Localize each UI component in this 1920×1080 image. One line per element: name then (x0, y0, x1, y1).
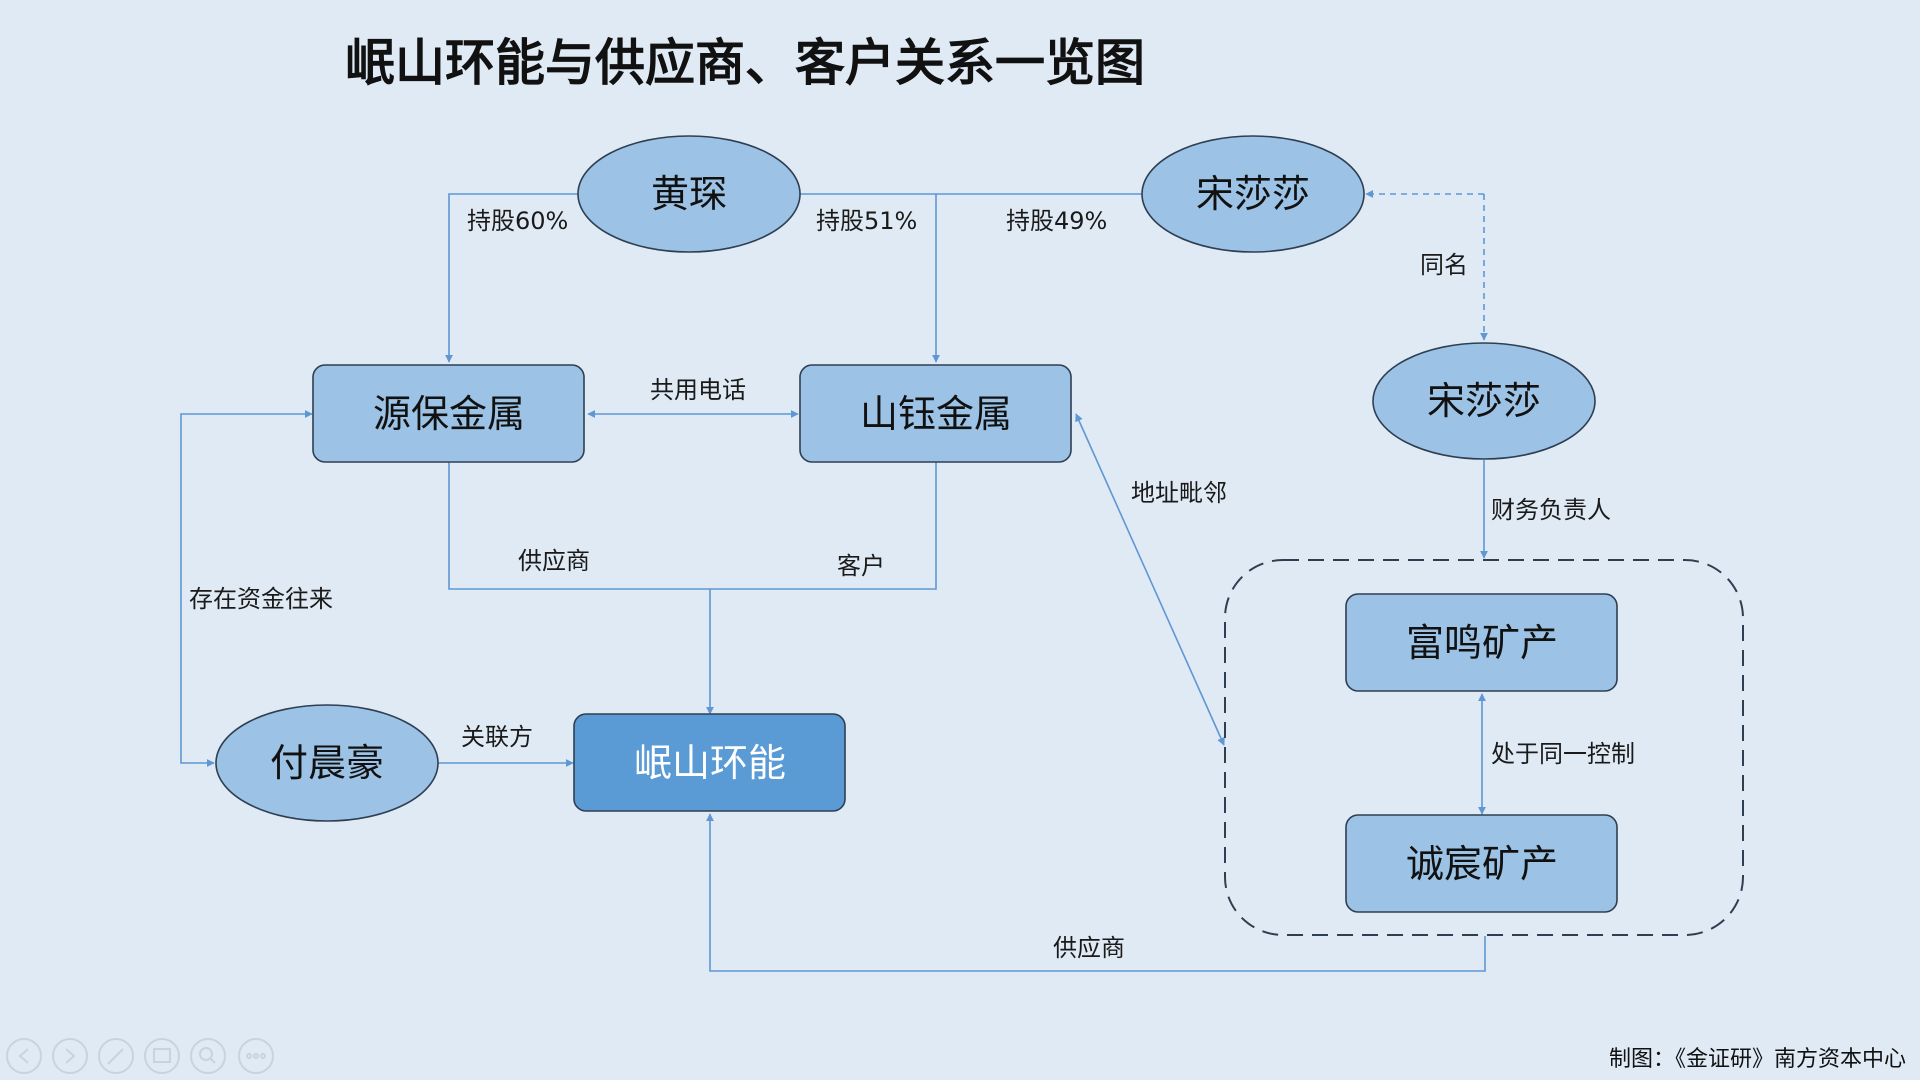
node-label: 富鸣矿产 (1406, 621, 1558, 665)
label-hold60: 持股60% (467, 207, 568, 235)
edge-fund-flow (180, 410, 313, 767)
edge-hold60 (445, 193, 578, 363)
next-button[interactable] (52, 1038, 88, 1074)
node-yuanbao[interactable]: 源保金属 (312, 364, 585, 463)
node-huang-shen[interactable]: 黄琛 (577, 135, 801, 253)
node-song-shasha-top[interactable]: 宋莎莎 (1141, 135, 1365, 253)
label-hold49: 持股49% (1006, 207, 1107, 235)
label-supplier-2: 供应商 (1053, 934, 1125, 962)
node-shape (573, 713, 846, 812)
previous-icon (18, 1048, 29, 1064)
node-shape (1345, 593, 1618, 692)
node-shanyu[interactable]: 山钰金属 (799, 364, 1072, 463)
label-fund-flow: 存在资金往来 (189, 585, 333, 613)
label-same-control: 处于同一控制 (1491, 740, 1635, 768)
label-shared-phone: 共用电话 (650, 376, 746, 404)
previous-button[interactable] (6, 1038, 42, 1074)
node-shape (1345, 814, 1618, 913)
label-related: 关联方 (461, 723, 533, 751)
node-shape (1141, 135, 1365, 253)
more-icon (246, 1053, 266, 1059)
node-label: 源保金属 (373, 392, 525, 436)
node-label: 山钰金属 (860, 392, 1012, 436)
node-label: 诚宸矿产 (1406, 842, 1558, 886)
zoom-button[interactable] (190, 1038, 226, 1074)
node-shape (312, 364, 585, 463)
node-shape (1372, 342, 1596, 460)
edge-address (1075, 413, 1225, 746)
label-hold51: 持股51% (816, 207, 917, 235)
node-song-shasha-bottom[interactable]: 宋莎莎 (1372, 342, 1596, 460)
more-button[interactable] (238, 1038, 274, 1074)
pen-button[interactable] (98, 1038, 134, 1074)
node-fuming[interactable]: 富鸣矿产 (1345, 593, 1618, 692)
label-finance-head: 财务负责人 (1491, 496, 1611, 524)
node-shape (577, 135, 801, 253)
node-shape (799, 364, 1072, 463)
credit-text: 制图：《金证研》南方资本中心 (1609, 1047, 1906, 1072)
node-label: 宋莎莎 (1427, 379, 1541, 423)
page-title: 岷山环能与供应商、客户关系一览图 (345, 34, 1145, 92)
edge-supplier-bottom (706, 813, 1486, 972)
node-minshan[interactable]: 岷山环能 (573, 713, 846, 812)
zoom-icon (199, 1047, 216, 1064)
label-same-name: 同名 (1420, 251, 1468, 279)
node-shape (215, 704, 439, 822)
node-chengchen[interactable]: 诚宸矿产 (1345, 814, 1618, 913)
label-customer: 客户 (837, 552, 885, 580)
node-label: 黄琛 (651, 172, 727, 216)
next-icon (65, 1048, 76, 1064)
pen-icon (107, 1048, 124, 1065)
node-fu-chenhao[interactable]: 付晨豪 (215, 704, 439, 822)
node-label: 岷山环能 (634, 741, 786, 785)
label-address: 地址毗邻 (1131, 479, 1227, 507)
label-supplier-1: 供应商 (518, 547, 590, 575)
edge-supplier-customer (448, 462, 937, 590)
same-control-group (1224, 559, 1744, 936)
node-label: 付晨豪 (270, 741, 384, 785)
screen-icon (153, 1048, 171, 1063)
node-label: 宋莎莎 (1196, 172, 1310, 216)
screen-button[interactable] (144, 1038, 180, 1074)
